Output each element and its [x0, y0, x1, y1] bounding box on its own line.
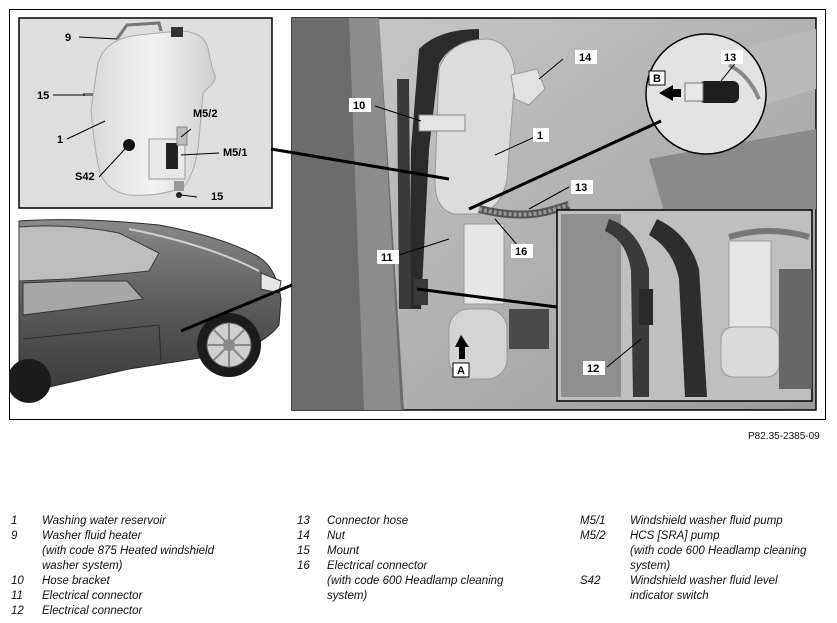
legend-desc: Electrical connector — [42, 590, 143, 602]
legend-desc: Windshield washer fluid pump — [630, 515, 783, 527]
callout-b: B — [653, 73, 661, 85]
legend-item: 1 Washing water reservoir — [11, 514, 271, 529]
inset-connectors — [180, 119, 662, 333]
legend-item: 10 Hose bracket — [11, 574, 271, 589]
legend-item: 11 Electrical connector — [11, 589, 271, 604]
legend-code: M5/1 — [580, 515, 606, 527]
reference-code: P82.35-2385-09 — [748, 431, 820, 442]
reservoir-inset — [18, 17, 273, 209]
legend-item: 14 Nut — [297, 529, 567, 544]
callout-s42: S42 — [75, 171, 95, 183]
legend-code: 10 — [11, 575, 24, 587]
callout-labels: 9 15 1 M5/2 M5/1 S42 15 10 14 1 13 B 13 … — [37, 32, 743, 378]
legend-code: 12 — [11, 605, 24, 617]
legend-item: M5/2 HCS [SRA] pump(with code 600 Headla… — [580, 529, 830, 574]
legend-desc: Mount — [327, 545, 359, 557]
legend-code: 16 — [297, 560, 310, 572]
legend-code: 11 — [11, 590, 23, 602]
callout-12: 12 — [587, 363, 599, 375]
legend-desc: HCS [SRA] pump(with code 600 Headlamp cl… — [630, 530, 807, 572]
diagram-figure: 9 15 1 M5/2 M5/1 S42 15 10 14 1 13 B 13 … — [9, 9, 826, 420]
legend-item: M5/1 Windshield washer fluid pump — [580, 514, 830, 529]
legend-desc: Connector hose — [327, 515, 409, 527]
callout-14: 14 — [579, 52, 592, 64]
legend-desc: Washing water reservoir — [42, 515, 166, 527]
callout-10: 10 — [353, 100, 365, 112]
callout-13-detail: 13 — [724, 52, 736, 64]
legend-code: M5/2 — [580, 530, 606, 542]
legend-desc: Nut — [327, 530, 345, 542]
legend-column-2: 13 Connector hose 14 Nut 15 Mount 16 Ele… — [297, 514, 567, 604]
legend-code: 14 — [297, 530, 310, 542]
callout-9: 9 — [65, 32, 71, 44]
legend-column-1: 1 Washing water reservoir 9 Washer fluid… — [11, 514, 271, 619]
callout-16: 16 — [515, 246, 527, 258]
legend-column-3: M5/1 Windshield washer fluid pump M5/2 H… — [580, 514, 830, 604]
legend-code: 9 — [11, 530, 18, 542]
legend-item: 15 Mount — [297, 544, 567, 559]
leader-lines — [53, 36, 738, 368]
legend-desc: Washer fluid heater(with code 875 Heated… — [42, 530, 214, 572]
legend-desc: Electrical connector(with code 600 Headl… — [327, 560, 504, 602]
legend-code: 1 — [11, 515, 18, 527]
callout-15-top: 15 — [37, 90, 49, 102]
legend-item: 13 Connector hose — [297, 514, 567, 529]
callout-13-photo: 13 — [575, 182, 587, 194]
legend-code: S42 — [580, 575, 601, 587]
callout-15-bottom: 15 — [211, 191, 223, 203]
legend-item: 9 Washer fluid heater(with code 875 Heat… — [11, 529, 271, 574]
legend-item: 12 Electrical connector — [11, 604, 271, 619]
callout-a: A — [457, 365, 465, 377]
legend-desc: Hose bracket — [42, 575, 110, 587]
legend-code: 13 — [297, 515, 310, 527]
legend-code: 15 — [297, 545, 310, 557]
connector-detail-inset — [556, 209, 813, 402]
callout-11: 11 — [381, 252, 393, 264]
legend-item: 16 Electrical connector(with code 600 He… — [297, 559, 567, 604]
callout-m5-1: M5/1 — [223, 147, 247, 159]
legend-desc: Electrical connector — [42, 605, 143, 617]
detail-circle-b — [645, 33, 767, 155]
callout-1-photo: 1 — [537, 130, 543, 142]
callout-1-inset: 1 — [57, 134, 63, 146]
car-illustration — [9, 216, 289, 410]
callout-m5-2: M5/2 — [193, 108, 217, 120]
